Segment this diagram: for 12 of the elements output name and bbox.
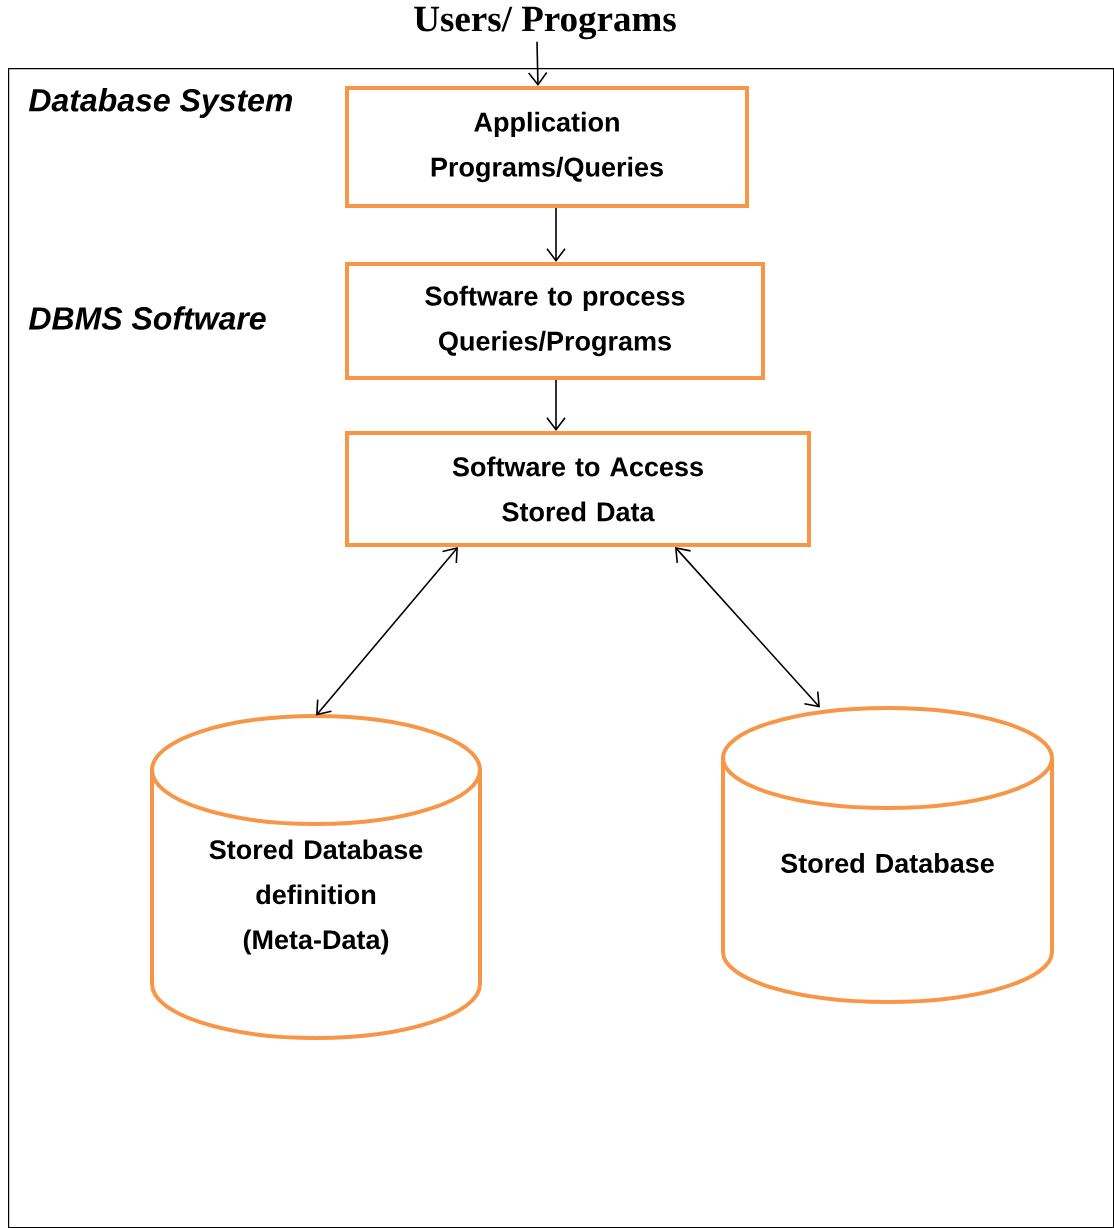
arrow bbox=[546, 379, 566, 431]
database-cylinder: Stored Database bbox=[721, 706, 1054, 1004]
process-box: Software to process Queries/Programs bbox=[345, 262, 765, 380]
arrow bbox=[546, 207, 566, 262]
arrow bbox=[675, 547, 820, 708]
arrow bbox=[527, 40, 548, 86]
arrow bbox=[316, 547, 458, 716]
database-cylinder: Stored Database definition (Meta-Data) bbox=[150, 714, 482, 1040]
process-box: Application Programs/Queries bbox=[345, 86, 749, 208]
section-label: DBMS Software bbox=[28, 306, 266, 330]
process-box: Software to Access Stored Data bbox=[345, 431, 811, 547]
source-label: Users/ Programs bbox=[414, 6, 676, 40]
